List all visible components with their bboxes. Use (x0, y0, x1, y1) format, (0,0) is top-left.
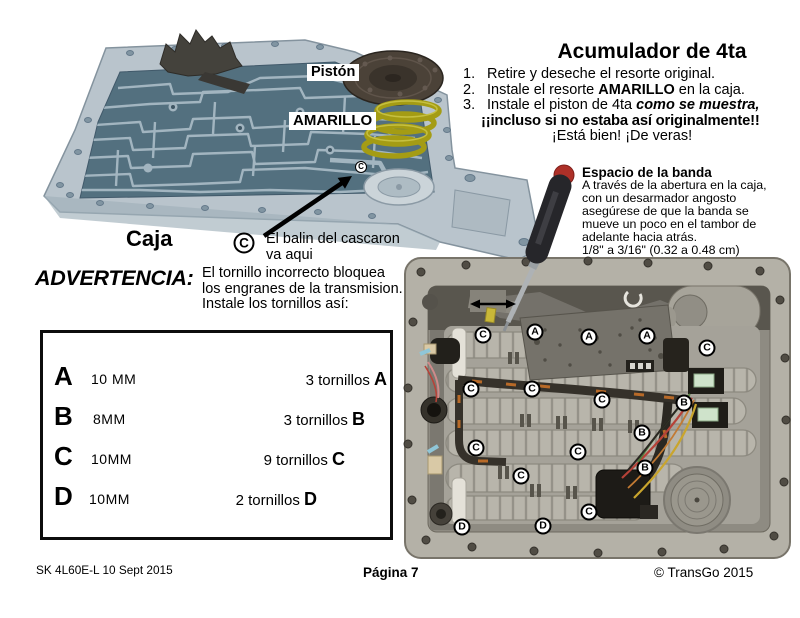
advertencia-text: El tornillo incorrecto bloquea los engra… (202, 265, 403, 313)
marker-d: D (534, 517, 552, 535)
acumulador-title: Acumulador de 4ta (557, 40, 747, 63)
piston-graphic (342, 50, 444, 106)
connector-blocks (688, 368, 728, 428)
step-3: 3. Instale el piston de 4ta como se mues… (463, 97, 797, 114)
piston-label: Pistón (307, 64, 360, 82)
separator-plate (519, 304, 677, 381)
step-2: 2. Instale el resorte AMARILLO en la caj… (463, 81, 797, 99)
marker-c: C (474, 326, 492, 344)
case-photo-illustration (43, 29, 541, 261)
accumulator-bore (363, 168, 435, 206)
screwdriver-graphic (484, 164, 575, 332)
bolt-a-count: 3 tornillos A (305, 369, 387, 389)
caja-label: Caja (126, 226, 173, 251)
bolt-d-letter: D (54, 481, 73, 511)
marker-c: C (569, 443, 587, 461)
step-3-reassurance: ¡Está bien! ¡De veras! (551, 128, 693, 144)
marker-c: C (462, 380, 480, 398)
bolt-c-count: 9 tornillos C (263, 449, 345, 469)
valve-passages (80, 74, 429, 194)
bolt-b-letter: B (54, 401, 73, 431)
bolt-a-letter: A (54, 361, 73, 391)
step-3-warning: ¡¡incluso si no estaba así originalmente… (481, 112, 760, 129)
marker-b: B (675, 394, 693, 412)
step-1: 1. Retire y deseche el resorte original. (463, 66, 797, 83)
step-1-number: 1. (463, 66, 476, 82)
step-2-number: 2. (463, 81, 476, 98)
bolt-legend-box: A 10 MM 3 tornillos A B 8MM 3 tornillos … (40, 330, 393, 540)
case-c-marker: C (355, 161, 367, 173)
band-movement-arrow (470, 299, 516, 309)
banda-heading: Espacio de la banda (582, 165, 712, 180)
bolt-d-count: 2 tornillos D (235, 489, 317, 509)
bolt-d-size: 10MM (89, 491, 130, 507)
marker-c: C (467, 439, 485, 457)
advertencia-label: ADVERTENCIA: (35, 266, 194, 290)
shift-solenoid (663, 338, 689, 372)
amarillo-label: AMARILLO (289, 112, 377, 130)
marker-b: B (633, 424, 651, 442)
marker-c: C (580, 503, 598, 521)
pwm-solenoid (595, 469, 651, 519)
footer-doc-code: SK 4L60E-L 10 Sept 2015 (36, 563, 173, 577)
marker-c: C (523, 380, 541, 398)
marker-c: C (512, 467, 530, 485)
marker-a: A (638, 327, 656, 345)
accumulator-cover (663, 466, 731, 534)
bolt-b-count: 3 tornillos B (283, 409, 365, 429)
acumulador-steps: 1. Retire y deseche el resorte original.… (463, 66, 797, 145)
step-3-text: Instale el piston de 4ta como se muestra… (487, 97, 760, 113)
marker-a: A (580, 328, 598, 346)
bolt-c-size: 10MM (91, 451, 132, 467)
balin-arrow (262, 176, 352, 238)
footer-page-number: Página 7 (363, 565, 419, 580)
marker-d: D (453, 518, 471, 536)
marker-b: B (636, 459, 654, 477)
marker-a: A (526, 323, 544, 341)
step-2-text: Instale el resorte AMARILLO en la caja. (487, 81, 745, 98)
footer-copyright: © TransGo 2015 (654, 565, 754, 580)
balin-c-marker: C (233, 232, 255, 254)
marker-c: C (593, 391, 611, 409)
bolt-c-letter: C (54, 441, 73, 471)
step-3-number: 3. (463, 97, 476, 113)
step-1-text: Retire y deseche el resorte original. (487, 66, 716, 82)
detent-lever-graphic (159, 29, 250, 94)
marker-c: C (698, 339, 716, 357)
balin-note: El balin del cascaron va aqui (266, 231, 400, 263)
bolt-b-size: 8MM (93, 411, 126, 427)
bolt-a-size: 10 MM (91, 371, 137, 387)
banda-text: A través de la abertura en la caja, con … (582, 178, 767, 258)
